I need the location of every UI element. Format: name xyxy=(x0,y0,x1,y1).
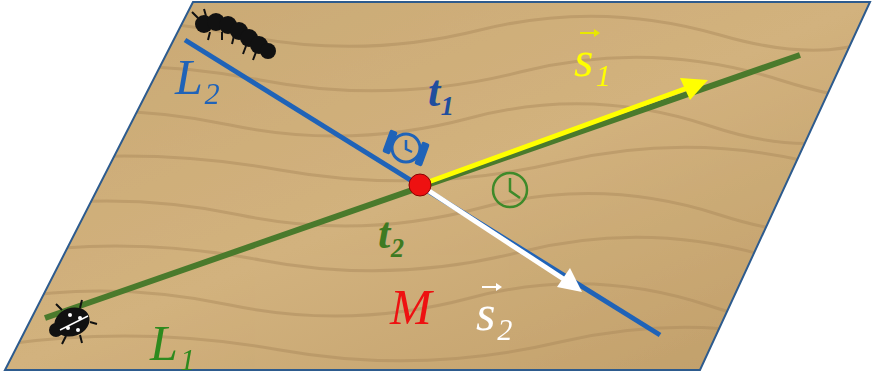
point-m xyxy=(409,174,431,196)
time-label: t₂ xyxy=(378,212,406,256)
line-name: L₂ xyxy=(175,52,220,102)
vector-s1 xyxy=(420,87,690,185)
clock-icon xyxy=(493,173,527,207)
time-label: t₁ xyxy=(428,70,456,114)
vector-name: s₁ xyxy=(574,34,611,84)
ladybug-icon xyxy=(49,300,97,344)
line-l2 xyxy=(185,40,660,335)
line-name: L₁ xyxy=(150,318,195,368)
plane-border xyxy=(5,2,870,370)
sand-plane xyxy=(5,2,870,370)
point-name: M xyxy=(390,282,432,332)
sand-ripples xyxy=(0,16,872,361)
vector-name: s₂ xyxy=(476,288,513,338)
arrowhead-s1 xyxy=(680,78,708,100)
vector-s2 xyxy=(420,185,565,280)
line-l1 xyxy=(45,55,800,318)
arrowhead-s2 xyxy=(557,268,582,292)
watch-icon xyxy=(382,129,430,166)
